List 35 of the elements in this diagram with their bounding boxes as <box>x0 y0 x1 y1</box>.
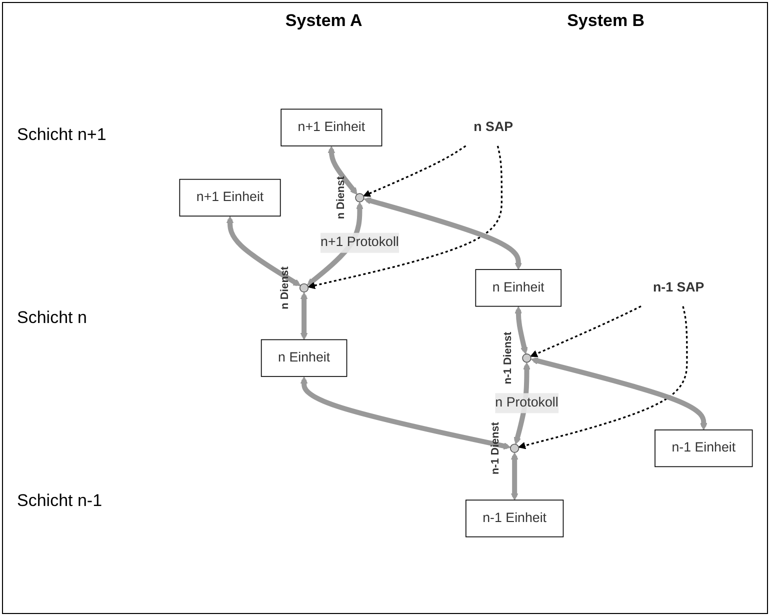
column-heading: System A <box>285 11 362 31</box>
sap-label: n SAP <box>474 120 513 134</box>
arrow <box>328 146 358 195</box>
entity-box: n+1 Einheit <box>280 108 382 146</box>
service-label: n Dienst <box>279 266 292 310</box>
entity-box: n+1 Einheit <box>179 178 281 216</box>
arrow <box>300 376 511 450</box>
service-label: n Dienst <box>334 176 347 220</box>
sap-label: n-1 SAP <box>652 280 704 295</box>
entity-box: n-1 Einheit <box>466 500 564 538</box>
layer-label: Schicht n+1 <box>17 124 108 145</box>
service-access-point-circle <box>299 283 309 293</box>
arrow <box>364 197 522 270</box>
layer-label: Schicht n-1 <box>17 491 104 512</box>
arrow <box>518 306 688 450</box>
arrow <box>300 292 308 340</box>
entity-box: n Einheit <box>475 269 562 307</box>
layer-label: Schicht n <box>17 308 88 328</box>
arrow <box>308 146 503 290</box>
arrow <box>363 145 466 197</box>
arrow <box>530 357 708 430</box>
arrow <box>226 216 301 286</box>
service-label: n-1 Dienst <box>502 332 514 384</box>
arrow <box>530 306 642 358</box>
arrow <box>514 306 528 354</box>
entity-box: n-1 Einheit <box>654 430 753 468</box>
service-access-point-circle <box>355 193 364 202</box>
service-access-point-circle <box>522 353 532 363</box>
service-access-point-circle <box>510 444 520 453</box>
service-label: n-1 Dienst <box>490 422 502 474</box>
column-heading: System B <box>567 11 645 31</box>
edge-label: n+1 Protokoll <box>320 232 399 253</box>
arrow <box>510 452 518 500</box>
entity-box: n Einheit <box>260 339 348 377</box>
edge-label: n Protokoll <box>495 393 558 414</box>
